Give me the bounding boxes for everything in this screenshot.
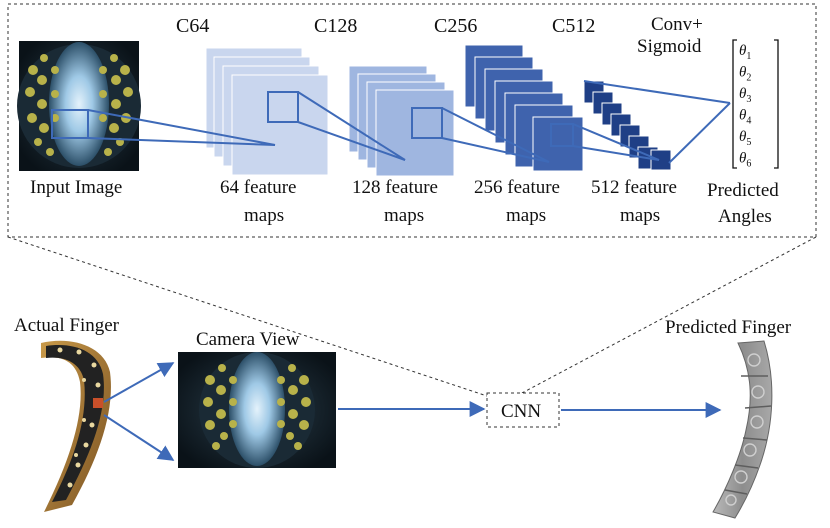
layer-label-c64: C64 [176, 15, 209, 37]
angle-subscript: 2 [746, 73, 751, 84]
proj-line [572, 123, 660, 161]
camera-view-image [178, 352, 336, 468]
proj-line [297, 91, 406, 161]
proj-line [87, 137, 276, 146]
fm64-caption-line1: 64 feature [220, 177, 296, 198]
angle-subscript: 5 [746, 137, 751, 148]
proj-line [572, 145, 660, 161]
angle-subscript: 1 [746, 51, 751, 62]
angle-entry-theta-2: θ2 [739, 65, 751, 84]
conv-sigmoid-label-line2: Sigmoid [637, 36, 702, 57]
angle-subscript: 3 [746, 94, 751, 105]
camera-view-label: Camera View [196, 329, 300, 350]
actual-finger-image [41, 340, 111, 512]
fm64-caption-line2: maps [244, 205, 284, 226]
proj-line [441, 107, 550, 163]
predicted-angles-line1: Predicted [707, 180, 779, 201]
input-image-thumbnail [17, 41, 141, 171]
proj-line [668, 102, 731, 164]
fm256-caption-line2: maps [506, 205, 546, 226]
fm512-caption-line2: maps [620, 205, 660, 226]
dashed-connector-left [7, 236, 491, 398]
angle-entry-theta-3: θ3 [739, 86, 751, 105]
proj-line [297, 121, 406, 161]
proj-line [441, 137, 550, 163]
c256-feature-stack [464, 44, 584, 172]
angle-entry-theta-6: θ6 [739, 151, 751, 170]
layer-label-c256: C256 [434, 15, 477, 37]
fm128-caption-line2: maps [384, 205, 424, 226]
cnn-box [486, 392, 560, 428]
angle-vector: θ1 θ2 θ3 θ4 θ5 θ6 [732, 39, 779, 170]
c64-feature-stack [205, 47, 329, 176]
architecture-dashed-box [7, 3, 817, 238]
angle-entry-theta-5: θ5 [739, 129, 751, 148]
arrow-finger-to-camera-bottom [103, 414, 175, 461]
input-image-caption: Input Image [30, 177, 122, 198]
predicted-angles-line2: Angles [718, 206, 772, 227]
fm128-caption-line1: 128 feature [352, 177, 438, 198]
proj-line [583, 80, 731, 104]
angle-entry-theta-4: θ4 [739, 108, 751, 127]
angle-subscript: 4 [746, 116, 751, 127]
fm512-caption-line1: 512 feature [591, 177, 677, 198]
actual-finger-label: Actual Finger [14, 315, 120, 336]
angle-subscript: 6 [746, 159, 751, 170]
conv-sigmoid-label-line1: Conv+ [651, 14, 703, 35]
layer-label-c128: C128 [314, 15, 357, 37]
fm256-caption-line1: 256 feature [474, 177, 560, 198]
arrow-finger-to-camera-top [103, 362, 175, 403]
predicted-finger-image [712, 340, 773, 519]
layer-label-c512: C512 [552, 15, 595, 37]
predicted-finger-label: Predicted Finger [665, 317, 792, 338]
cnn-label: CNN [501, 401, 541, 422]
proj-line [87, 109, 276, 146]
c128-feature-stack [348, 65, 455, 177]
c512-feature-stack [583, 80, 672, 171]
angle-entry-theta-1: θ1 [739, 43, 751, 62]
dashed-connector-right [521, 236, 817, 394]
